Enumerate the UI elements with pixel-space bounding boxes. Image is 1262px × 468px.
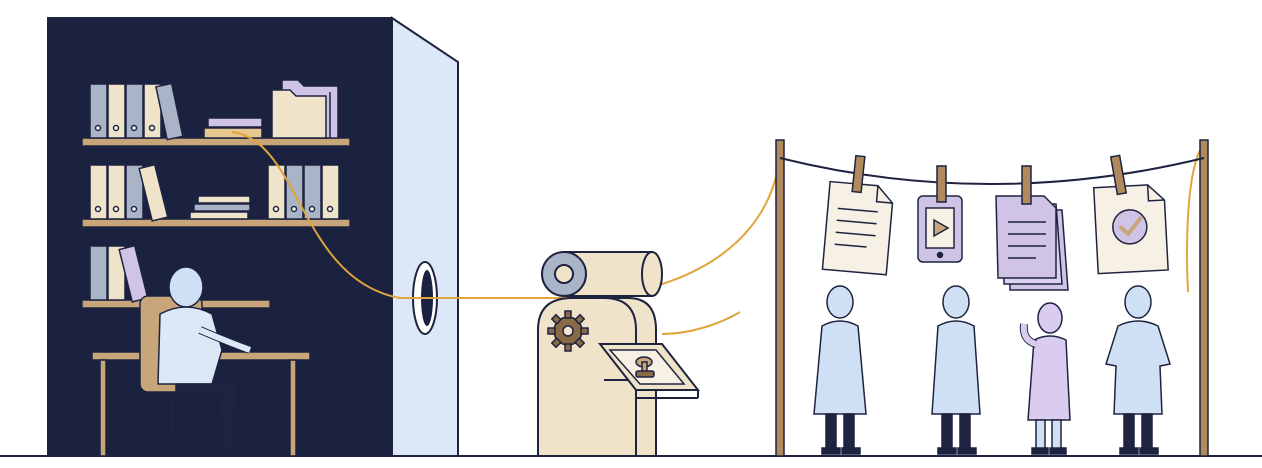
viewer-figure-2 <box>931 285 981 455</box>
viewer-figure-4 <box>1105 285 1171 455</box>
clothesline <box>775 139 1209 457</box>
archivist-figure <box>157 266 252 457</box>
binders-top-left <box>89 82 184 141</box>
clothespin <box>936 165 947 203</box>
binders-middle-left <box>89 163 169 222</box>
viewer-figure-3 <box>1019 302 1071 455</box>
gear-icon <box>547 310 589 352</box>
folders-top-right <box>271 79 339 139</box>
binders-bottom <box>89 244 149 303</box>
thread-line-right <box>1186 149 1201 293</box>
play-icon <box>933 218 950 238</box>
paper-stack-middle <box>189 195 251 220</box>
shelf-top <box>81 137 351 147</box>
thread-line-main <box>231 131 779 300</box>
post-left <box>775 139 785 457</box>
clothespin <box>851 154 866 194</box>
clothespin <box>1109 154 1128 196</box>
clothespin <box>1021 165 1032 205</box>
checkmark-icon <box>1118 216 1143 236</box>
post-right <box>1199 139 1209 457</box>
stamp-icon <box>635 356 655 378</box>
thread-line-secondary <box>661 311 741 335</box>
hanging-tablet <box>917 195 963 263</box>
hanging-document <box>821 180 894 276</box>
paper-stack-top <box>203 117 263 139</box>
hanging-line <box>779 157 1205 185</box>
hanging-approved-document <box>1092 184 1169 275</box>
viewer-figure-1 <box>813 285 867 455</box>
printing-machine <box>537 251 701 457</box>
hanging-paper-stack <box>995 195 1069 291</box>
archive-side-wall <box>391 16 459 457</box>
archive-building <box>47 16 459 457</box>
